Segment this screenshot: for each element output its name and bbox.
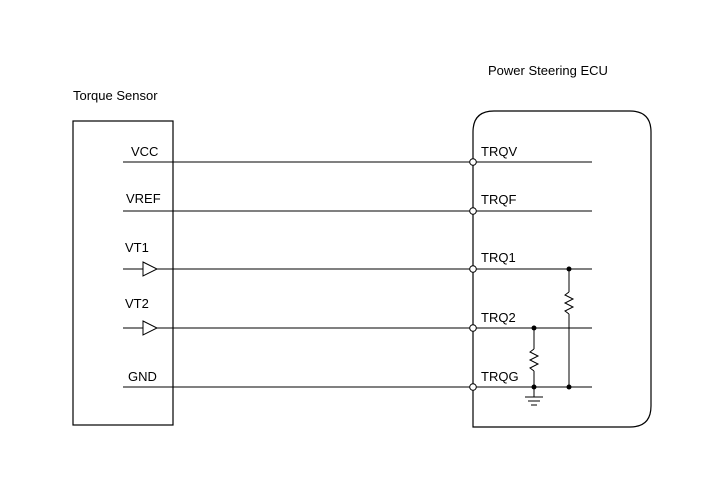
pin-label-vt2: VT2 — [125, 296, 149, 311]
ground-icon — [525, 387, 543, 406]
terminal-label-trq2: TRQ2 — [481, 310, 516, 325]
ecu-title: Power Steering ECU — [488, 63, 608, 78]
buffer-vt1-icon — [142, 261, 159, 277]
terminal-trq2 — [469, 324, 477, 332]
buffer-vt2-icon — [142, 320, 159, 336]
terminal-trqg — [469, 383, 477, 391]
terminal-label-trqg: TRQG — [481, 369, 519, 384]
pin-label-vt1: VT1 — [125, 240, 149, 255]
terminal-trqf — [469, 207, 477, 215]
ecu-box — [472, 110, 652, 428]
resistor-trq1-trqg — [563, 269, 575, 387]
junction-trq2 — [531, 325, 537, 331]
torque-sensor-box — [72, 120, 174, 426]
resistor-trq2-trqg — [528, 328, 540, 387]
terminal-trqv — [469, 158, 477, 166]
terminal-label-trq1: TRQ1 — [481, 250, 516, 265]
torque-sensor-title: Torque Sensor — [73, 88, 158, 103]
pin-label-vref: VREF — [126, 191, 161, 206]
pin-label-vcc: VCC — [131, 144, 158, 159]
terminal-trq1 — [469, 265, 477, 273]
junction-trqg-right — [566, 384, 572, 390]
junction-trq1 — [566, 266, 572, 272]
terminal-label-trqv: TRQV — [481, 144, 517, 159]
pin-label-gnd: GND — [128, 369, 157, 384]
terminal-label-trqf: TRQF — [481, 192, 516, 207]
